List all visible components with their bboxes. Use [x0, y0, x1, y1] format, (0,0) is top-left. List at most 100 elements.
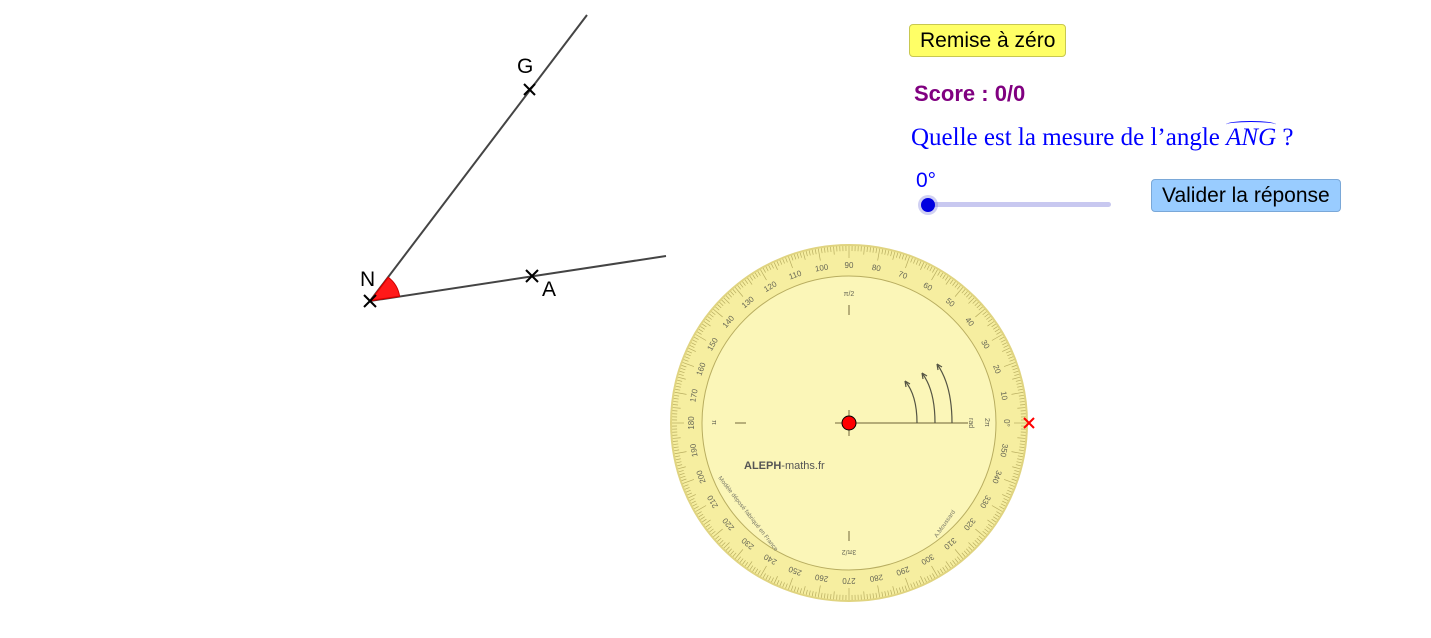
- protractor-tick: [1008, 356, 1014, 359]
- protractor-tick: [674, 451, 687, 455]
- protractor-degree-label: 160: [695, 361, 708, 377]
- protractor-tick: [700, 516, 705, 520]
- angle-slider-knob[interactable]: [921, 198, 935, 212]
- protractor-tick: [730, 550, 735, 555]
- angle-ang-sector: [368, 276, 401, 302]
- protractor-tick: [674, 449, 680, 452]
- protractor-tick: [762, 268, 766, 273]
- protractor-tick: [698, 328, 704, 333]
- protractor-tick: [814, 591, 817, 597]
- question-text: Quelle est la mesure de l’angle ANG ?: [911, 121, 1294, 152]
- protractor-tick: [968, 295, 973, 300]
- protractor-center-point[interactable]: [841, 415, 857, 431]
- protractor-tick: [752, 274, 756, 279]
- protractor-tick: [739, 283, 744, 288]
- protractor-tick: [728, 548, 732, 553]
- protractor-tick: [1014, 373, 1020, 376]
- protractor-tick: [808, 590, 811, 596]
- protractor-tick: [918, 579, 922, 585]
- protractor-tick: [677, 379, 683, 382]
- protractor-tick: [896, 252, 899, 258]
- protractor-tick: [754, 272, 759, 278]
- protractor-tick: [814, 249, 817, 255]
- reset-button[interactable]: Remise à zéro: [909, 24, 1067, 57]
- protractor-tick: [999, 506, 1004, 510]
- protractor-tick: [884, 591, 887, 597]
- protractor-tick: [932, 268, 936, 273]
- protractor-tick: [709, 528, 714, 533]
- protractor-tick: [765, 574, 769, 580]
- protractor-tick: [688, 494, 696, 499]
- protractor-tick: [771, 577, 774, 583]
- protractor-tick: [866, 246, 868, 252]
- rotation-arrows-icon: [904, 363, 953, 424]
- protractor-tick: [875, 592, 878, 598]
- protractor-tick: [918, 261, 922, 267]
- protractor-tick: [963, 291, 968, 296]
- protractor-tick: [1000, 503, 1006, 507]
- angle-slider-track[interactable]: [928, 202, 1111, 207]
- angle-name: ANG: [1226, 121, 1277, 151]
- protractor-tick: [994, 513, 1000, 518]
- validate-button[interactable]: Valider la réponse: [1151, 179, 1341, 212]
- protractor-tick: [949, 279, 954, 285]
- protractor-tick: [694, 336, 699, 340]
- point-n[interactable]: [363, 294, 377, 308]
- protractor-tick: [929, 574, 933, 580]
- protractor-tick: [877, 248, 881, 261]
- protractor-tick: [1020, 440, 1026, 442]
- protractor-tick: [984, 313, 989, 318]
- protractor-tick: [978, 306, 983, 311]
- protractor-tick: [924, 577, 927, 583]
- protractor-tick: [954, 558, 959, 563]
- protractor-tick: [1009, 359, 1015, 362]
- protractor-tick: [679, 472, 685, 476]
- protractor-tick: [1000, 339, 1006, 343]
- protractor-degree-label: 80: [871, 263, 882, 274]
- protractor-tick: [734, 287, 744, 297]
- protractor-tick: [996, 331, 1001, 335]
- ray-na[interactable]: [369, 255, 667, 302]
- protractor-tick: [709, 313, 714, 318]
- protractor-tick: [884, 249, 887, 255]
- protractor-tick: [674, 394, 680, 397]
- protractor-tick: [966, 293, 970, 298]
- protractor-tick: [1007, 489, 1013, 493]
- protractor-tick: [1003, 345, 1009, 348]
- point-a[interactable]: [525, 269, 539, 283]
- protractor-tick: [673, 443, 679, 445]
- protractor-tick: [1017, 455, 1023, 458]
- protractor-tick: [942, 274, 946, 279]
- score-text: Score : 0/0: [914, 81, 1026, 106]
- protractor-tick: [890, 251, 893, 257]
- protractor-tick: [742, 281, 746, 286]
- protractor-tick: [830, 246, 832, 252]
- protractor-tick: [698, 513, 704, 518]
- point-g[interactable]: [523, 83, 536, 96]
- protractor-tick: [685, 489, 691, 493]
- protractor-tick: [700, 326, 705, 330]
- protractor-tick: [730, 291, 735, 296]
- protractor[interactable]: 0°10203040506070809010011012013014015016…: [670, 244, 1035, 602]
- ray-ng[interactable]: [369, 14, 588, 302]
- protractor-tick: [974, 540, 979, 544]
- protractor-tick: [672, 437, 681, 439]
- protractor-tick: [1012, 367, 1018, 371]
- protractor-pi-label: π: [710, 420, 717, 425]
- protractor-tick: [737, 285, 742, 290]
- protractor-tick: [811, 249, 814, 255]
- protractor-tick: [820, 248, 823, 254]
- protractor-tick: [1015, 464, 1021, 467]
- protractor-tick: [1011, 365, 1017, 368]
- protractor-brand: ALEPH-maths.fr: [744, 460, 825, 472]
- protractor-tick: [896, 588, 899, 594]
- protractor-tick: [817, 248, 821, 261]
- protractor-tick: [715, 535, 720, 540]
- protractor-tick: [915, 259, 919, 265]
- protractor-tick: [1015, 379, 1021, 382]
- protractor-tick: [754, 568, 759, 574]
- protractor-tick: [939, 272, 944, 278]
- protractor-tick: [939, 568, 944, 574]
- protractor-rotate-handle[interactable]: [1023, 417, 1035, 429]
